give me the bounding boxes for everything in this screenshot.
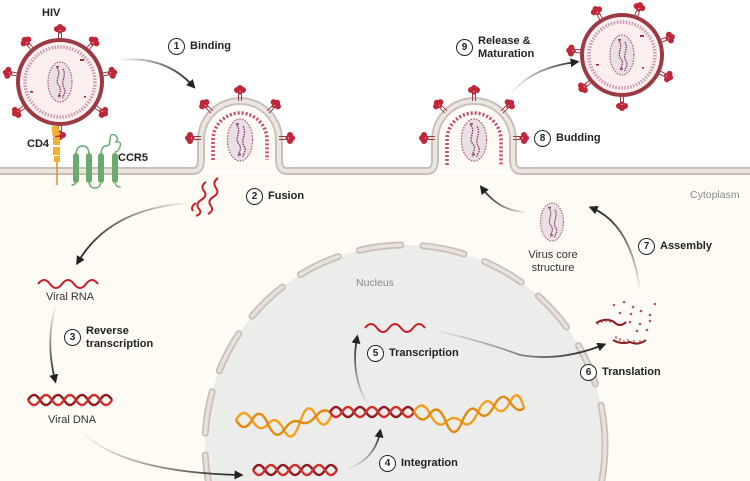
arrow-binding [117, 58, 196, 89]
nuclear-viral-dna [251, 463, 339, 477]
host-dna-integrated [234, 394, 526, 438]
step-label: Transcription [389, 347, 459, 360]
cd4-label: CD4 [27, 138, 50, 150]
step-label: Assembly [660, 240, 712, 253]
step-translation: 6 Translation [580, 364, 661, 381]
step-number: 1 [168, 38, 185, 55]
step-fusion: 2 Fusion [246, 188, 304, 205]
step-number: 4 [379, 455, 396, 472]
arrow-translation [431, 329, 607, 358]
arrow-transcription [351, 334, 369, 406]
nucleus-label: Nucleus [356, 277, 394, 289]
fusing-virion [184, 84, 296, 162]
step-binding: 1 Binding [168, 38, 231, 55]
arrow-assembly [588, 205, 641, 293]
translation-products [595, 300, 657, 345]
budding-virion [418, 84, 530, 165]
virus-core-structure [539, 202, 565, 242]
viral-rna-strand [37, 279, 99, 289]
hiv-label: HIV [42, 7, 61, 19]
step-number: 9 [456, 39, 473, 56]
step-number: 8 [534, 130, 551, 147]
step-transcription: 5 Transcription [367, 345, 459, 362]
step-number: 3 [64, 329, 81, 346]
arrow-to-budding [479, 185, 528, 213]
arrow-integration [344, 428, 384, 471]
step-label: Binding [190, 40, 231, 53]
step-label: Budding [556, 132, 601, 145]
viral-dna-label: Viral DNA [48, 414, 97, 426]
step-number: 6 [580, 364, 597, 381]
mrna-strand [364, 323, 426, 333]
cytoplasm-label: Cytoplasm [690, 189, 740, 201]
step-assembly: 7 Assembly [638, 238, 712, 255]
step-number: 2 [246, 188, 263, 205]
step-label: Reverse transcription [86, 325, 154, 350]
step-label: Translation [602, 366, 661, 379]
ccr5-label: CCR5 [118, 152, 148, 164]
viral-dna-helix [26, 393, 114, 407]
flow-arrows [49, 58, 641, 480]
step-integration: 4 Integration [379, 455, 458, 472]
step-label: Release & Maturation [478, 35, 535, 60]
ccr5-coreceptor [71, 133, 122, 189]
arrow-release [509, 58, 580, 96]
virus-core-label: Virus core structure [528, 249, 578, 274]
viral-rna-label: Viral RNA [46, 291, 95, 303]
arrow-fusion-to-rna [76, 202, 191, 266]
released-rna [191, 177, 219, 217]
step-number: 7 [638, 238, 655, 255]
mature-virion [565, 0, 678, 112]
hiv-virion [1, 23, 119, 141]
step-label: Fusion [268, 190, 305, 203]
step-number: 5 [367, 345, 384, 362]
step-release-maturation: 9 Release & Maturation [456, 35, 534, 60]
step-budding: 8 Budding [534, 130, 601, 147]
step-reverse-transcription: 3 Reverse transcription [64, 325, 153, 350]
arrow-dna-to-nucleus [79, 429, 244, 480]
step-label: Integration [401, 457, 458, 470]
arrow-reverse-transcription [49, 304, 59, 384]
cd4-receptor [51, 125, 60, 185]
